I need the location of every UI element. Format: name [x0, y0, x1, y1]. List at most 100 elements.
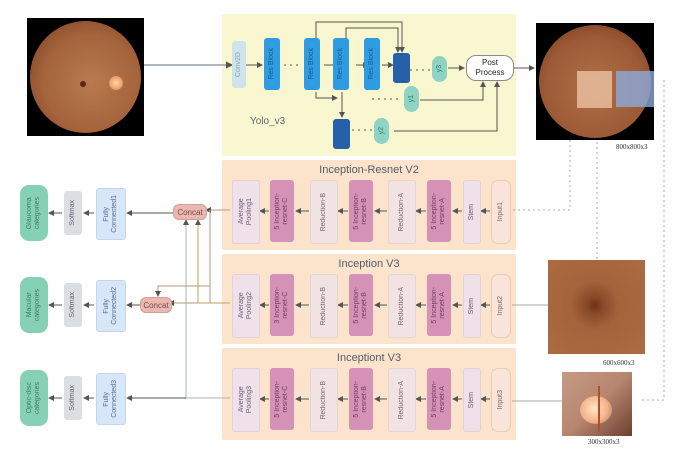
yolo-v3-label: Yolo_v3 [250, 116, 286, 127]
fully-connected-1: Fully Connected1 [96, 188, 126, 240]
branch-block-label: 5 Inception- resnet-C [274, 380, 289, 418]
branch2-block-2: 3 Inception- resnet-C [270, 274, 294, 336]
branch3-block-2: 5 Inception- resnet-C [270, 368, 294, 430]
output-1: Glaucoma categories [20, 185, 48, 241]
inception-resnet-v2-title: Inception-Resnet V2 [319, 164, 419, 176]
branch-block-label: Reduction-A [398, 380, 405, 420]
fully-connected-3: Fully Connected3 [96, 373, 126, 425]
output-label: Glaucoma categories [26, 196, 41, 230]
branch-block-label: Reduction-B [320, 192, 327, 232]
macula-crop-dims: 600x600x3 [603, 359, 635, 367]
branch-block-label: 5 Inception- resnet-B [353, 192, 368, 230]
branch-block-label: Reduction-B [320, 286, 327, 326]
detection-image-dims: 800x800x3 [616, 143, 648, 151]
branch3-block-5: Reduction-A [388, 368, 416, 432]
branch-block-label: Stem [468, 391, 475, 409]
concat-node-1: Concat [173, 204, 207, 220]
branch2-block-1: Average Pooling2 [232, 274, 260, 338]
inception-v3-title: Inception V3 [338, 258, 400, 270]
fc-label: Fully Connected3 [103, 380, 118, 418]
optic-disc-crop-image [562, 372, 632, 436]
fundus-detection-image [536, 23, 654, 140]
res-block-3: Res Block [333, 38, 349, 90]
branch-block-label: 5 Inception- resnet-B [353, 380, 368, 418]
branch-block-label: Reduction-A [398, 192, 405, 232]
y2-label: y2 [377, 127, 385, 135]
fully-connected-2: Fully Connected2 [96, 280, 126, 332]
branch-block-label: Reduction-A [398, 286, 405, 326]
macula-crop-image [548, 260, 645, 354]
fc-label: Fully Connected1 [103, 195, 118, 233]
yolo-feature-block-1 [393, 53, 410, 83]
branch-block-label: Stem [468, 203, 475, 221]
output-label: Optic-disc categories [26, 381, 41, 415]
branch3-block-8: Input3 [491, 368, 511, 432]
branch-block-label: Input1 [497, 202, 504, 222]
branch-block-label: 3 Inception- resnet-C [274, 286, 289, 324]
branch1-block-8: Input1 [491, 180, 511, 244]
branch1-block-1: Average Pooling1 [232, 180, 260, 244]
branch3-block-6: 5 Inception- resnet-A [427, 368, 451, 430]
yolo-feature-block-2 [333, 119, 350, 149]
concat-node-2: Concat [140, 297, 172, 313]
branch3-block-7: Stem [463, 368, 481, 432]
branch1-block-3: Reduction-B [310, 180, 338, 244]
output-label: Macular categories [26, 288, 41, 322]
conv2d-block: Conv2D [232, 41, 246, 88]
branch3-block-3: Reduction-B [310, 368, 338, 432]
branch2-block-4: 5 Inception- resnet-B [349, 274, 373, 336]
branch-block-label: Stem [468, 297, 475, 315]
branch2-block-5: Reduction-A [388, 274, 416, 338]
res-block-label: Res Block [337, 48, 344, 80]
branch3-block-1: Average Pooling3 [232, 368, 260, 432]
softmax-label: Softmax [69, 292, 76, 318]
res-block-1: Res Block [264, 38, 280, 90]
y1-label: y1 [407, 95, 415, 103]
res-block-2: Res Block [304, 38, 320, 90]
softmax-2: Softmax [64, 283, 82, 327]
optic-disc-crop-dims: 300x300x3 [588, 438, 620, 446]
branch2-block-6: 5 Inception- resnet-A [427, 274, 451, 336]
optic-disc-bbox [616, 71, 654, 107]
branch-block-label: Average Pooling1 [238, 198, 253, 226]
branch2-block-8: Input2 [491, 274, 511, 338]
branch-block-label: 5 Inception- resnet-C [274, 192, 289, 230]
branch2-block-7: Stem [463, 274, 481, 338]
y3-label: y3 [435, 65, 443, 73]
branch-block-label: Average Pooling3 [238, 386, 253, 414]
output-2: Macular categories [20, 277, 48, 333]
res-block-4: Res Block [364, 38, 380, 90]
yolo-output-y1: y1 [404, 86, 419, 112]
softmax-label: Softmax [69, 200, 76, 226]
branch-block-label: Average Pooling2 [238, 292, 253, 320]
branch-block-label: Input3 [497, 390, 504, 410]
branch-block-label: 5 Inception- resnet-B [353, 286, 368, 324]
output-3: Optic-disc categories [20, 370, 48, 426]
branch1-block-2: 5 Inception- resnet-C [270, 180, 294, 242]
softmax-1: Softmax [64, 191, 82, 235]
fc-label: Fully Connected2 [103, 287, 118, 325]
softmax-3: Softmax [64, 376, 82, 420]
post-process-node: Post Process [466, 55, 514, 81]
branch2-block-3: Reduction-B [310, 274, 338, 338]
branch-block-label: Reduction-B [320, 380, 327, 420]
res-block-label: Res Block [268, 48, 275, 80]
res-block-label: Res Block [308, 48, 315, 80]
branch-block-label: 5 Inception- resnet-A [431, 192, 446, 230]
fundus-input-image [27, 18, 144, 136]
softmax-label: Softmax [69, 385, 76, 411]
res-block-label: Res Block [368, 48, 375, 80]
yolo-output-y3: y3 [432, 56, 447, 82]
macula-bbox [577, 71, 612, 108]
conv2d-label: Conv2D [235, 51, 242, 78]
branch-block-label: Input2 [497, 296, 504, 316]
inception-v3-b-title: Inceptiont V3 [336, 352, 402, 364]
branch1-block-6: 5 Inception- resnet-A [427, 180, 451, 242]
branch1-block-7: Stem [463, 180, 481, 244]
branch-block-label: 5 Inception- resnet-A [431, 286, 446, 324]
branch1-block-4: 5 Inception- resnet-B [349, 180, 373, 242]
yolo-output-y2: y2 [374, 118, 389, 144]
branch-block-label: 5 Inception- resnet-A [431, 380, 446, 418]
branch1-block-5: Reduction-A [388, 180, 416, 244]
branch3-block-4: 5 Inception- resnet-B [349, 368, 373, 430]
